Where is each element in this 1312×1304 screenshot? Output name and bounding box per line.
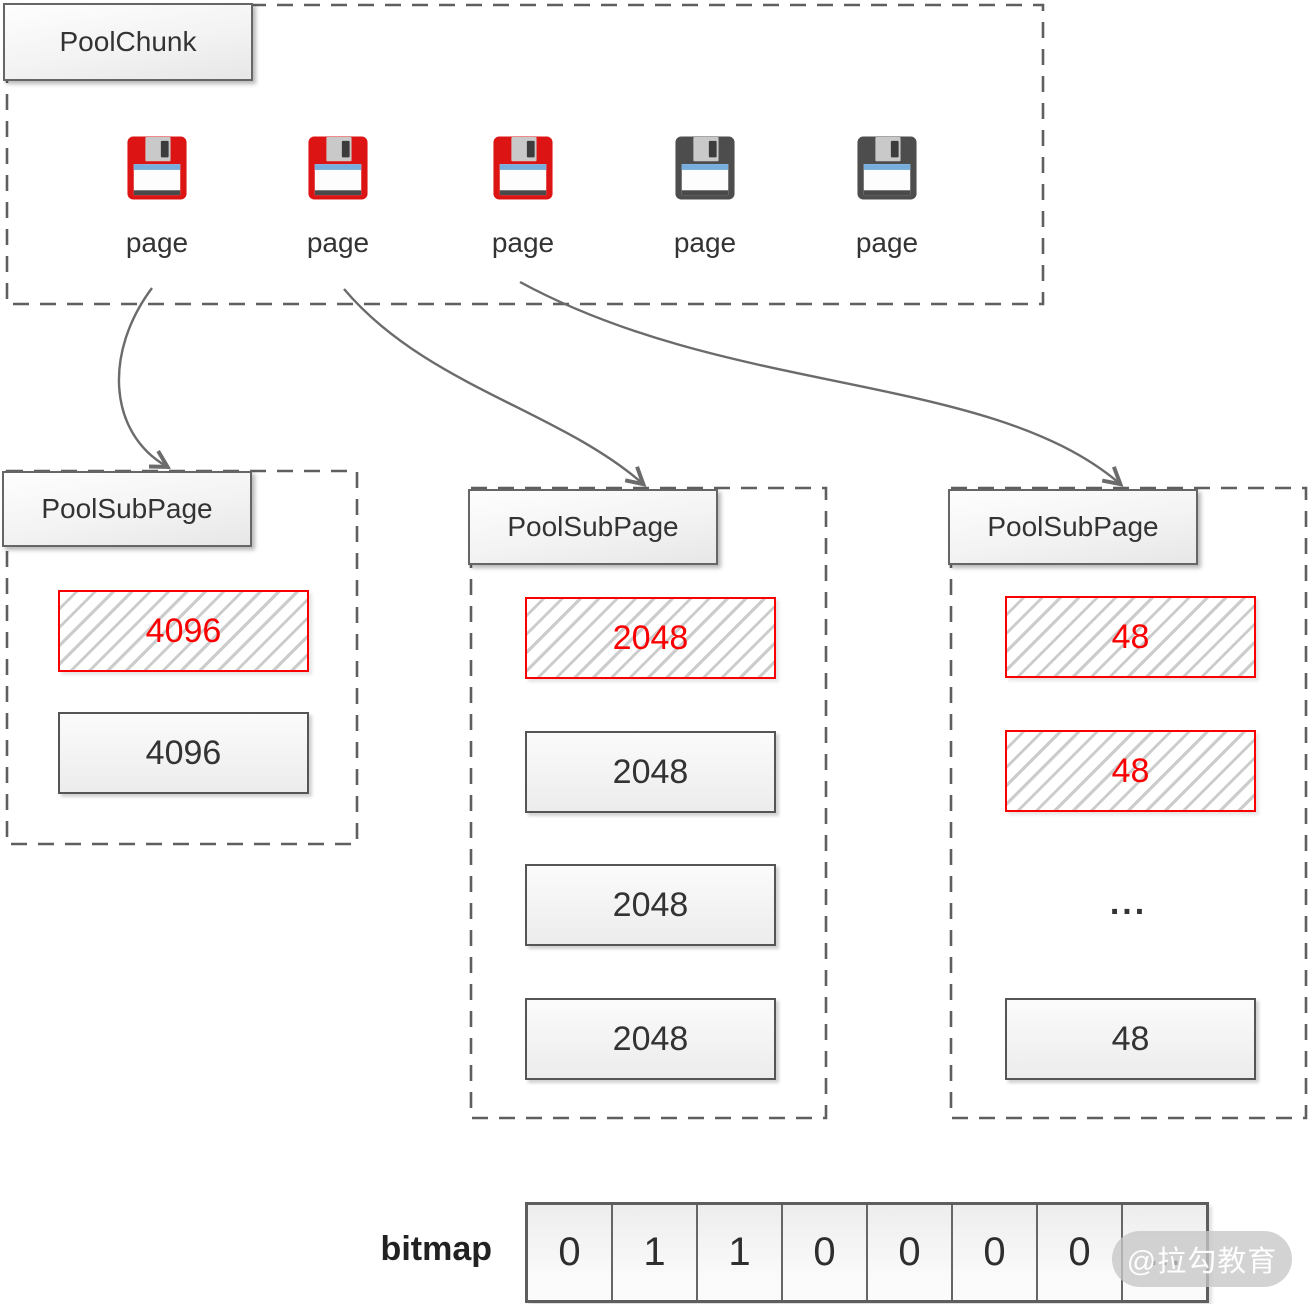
page-label: page: [306, 227, 370, 258]
pool-chunk-title: PoolChunk: [3, 3, 253, 81]
memory-block-free: 2048: [525, 864, 776, 946]
memory-block-free: 2048: [525, 731, 776, 813]
page-item: page: [293, 135, 383, 259]
page-label: page: [855, 227, 919, 258]
floppy-disk-icon: [308, 136, 368, 200]
arrow-page1-to-subpage1: [117, 287, 166, 466]
memory-block-allocated: 2048: [525, 597, 776, 679]
floppy-disk-icon: [127, 136, 187, 200]
bitmap-cell: 0: [528, 1205, 613, 1300]
subpage-container-border-2: [469, 486, 828, 1120]
memory-block-free: 48: [1005, 998, 1256, 1080]
subpage-title: PoolSubPage: [468, 489, 718, 565]
pool-chunk-container-border: [5, 3, 1045, 306]
bitmap-label: bitmap: [380, 1230, 492, 1268]
page-label: page: [491, 227, 555, 258]
more-blocks-ellipsis: ...: [1109, 884, 1148, 922]
memory-block-free: 4096: [58, 712, 309, 794]
bitmap-cell: 0: [868, 1205, 953, 1300]
bitmap-cell: 0: [783, 1205, 868, 1300]
bitmap-cell: 0: [1038, 1205, 1123, 1300]
memory-block-allocated: 48: [1005, 730, 1256, 812]
floppy-disk-icon: [857, 136, 917, 200]
memory-block-free: 2048: [525, 998, 776, 1080]
arrow-page2-to-subpage2: [343, 288, 642, 483]
bitmap-table: 0 1 1 0 0 0 0 ...: [525, 1202, 1209, 1303]
arrow-page3-to-subpage3: [519, 280, 1119, 483]
bitmap-cell: 1: [698, 1205, 783, 1300]
page-item: page: [842, 135, 932, 259]
page-item: page: [660, 135, 750, 259]
subpage-title: PoolSubPage: [948, 489, 1198, 565]
page-label: page: [673, 227, 737, 258]
floppy-disk-icon: [675, 136, 735, 200]
memory-block-allocated: 4096: [58, 590, 309, 672]
floppy-disk-icon: [493, 136, 553, 200]
subpage-title: PoolSubPage: [2, 471, 252, 547]
subpage-container-border-3: [949, 486, 1308, 1120]
watermark-badge: @拉勾教育: [1112, 1231, 1292, 1287]
memory-block-allocated: 48: [1005, 596, 1256, 678]
page-item: page: [112, 135, 202, 259]
bitmap-cell: 0: [953, 1205, 1038, 1300]
page-label: page: [125, 227, 189, 258]
page-item: page: [478, 135, 568, 259]
bitmap-cell: 1: [613, 1205, 698, 1300]
